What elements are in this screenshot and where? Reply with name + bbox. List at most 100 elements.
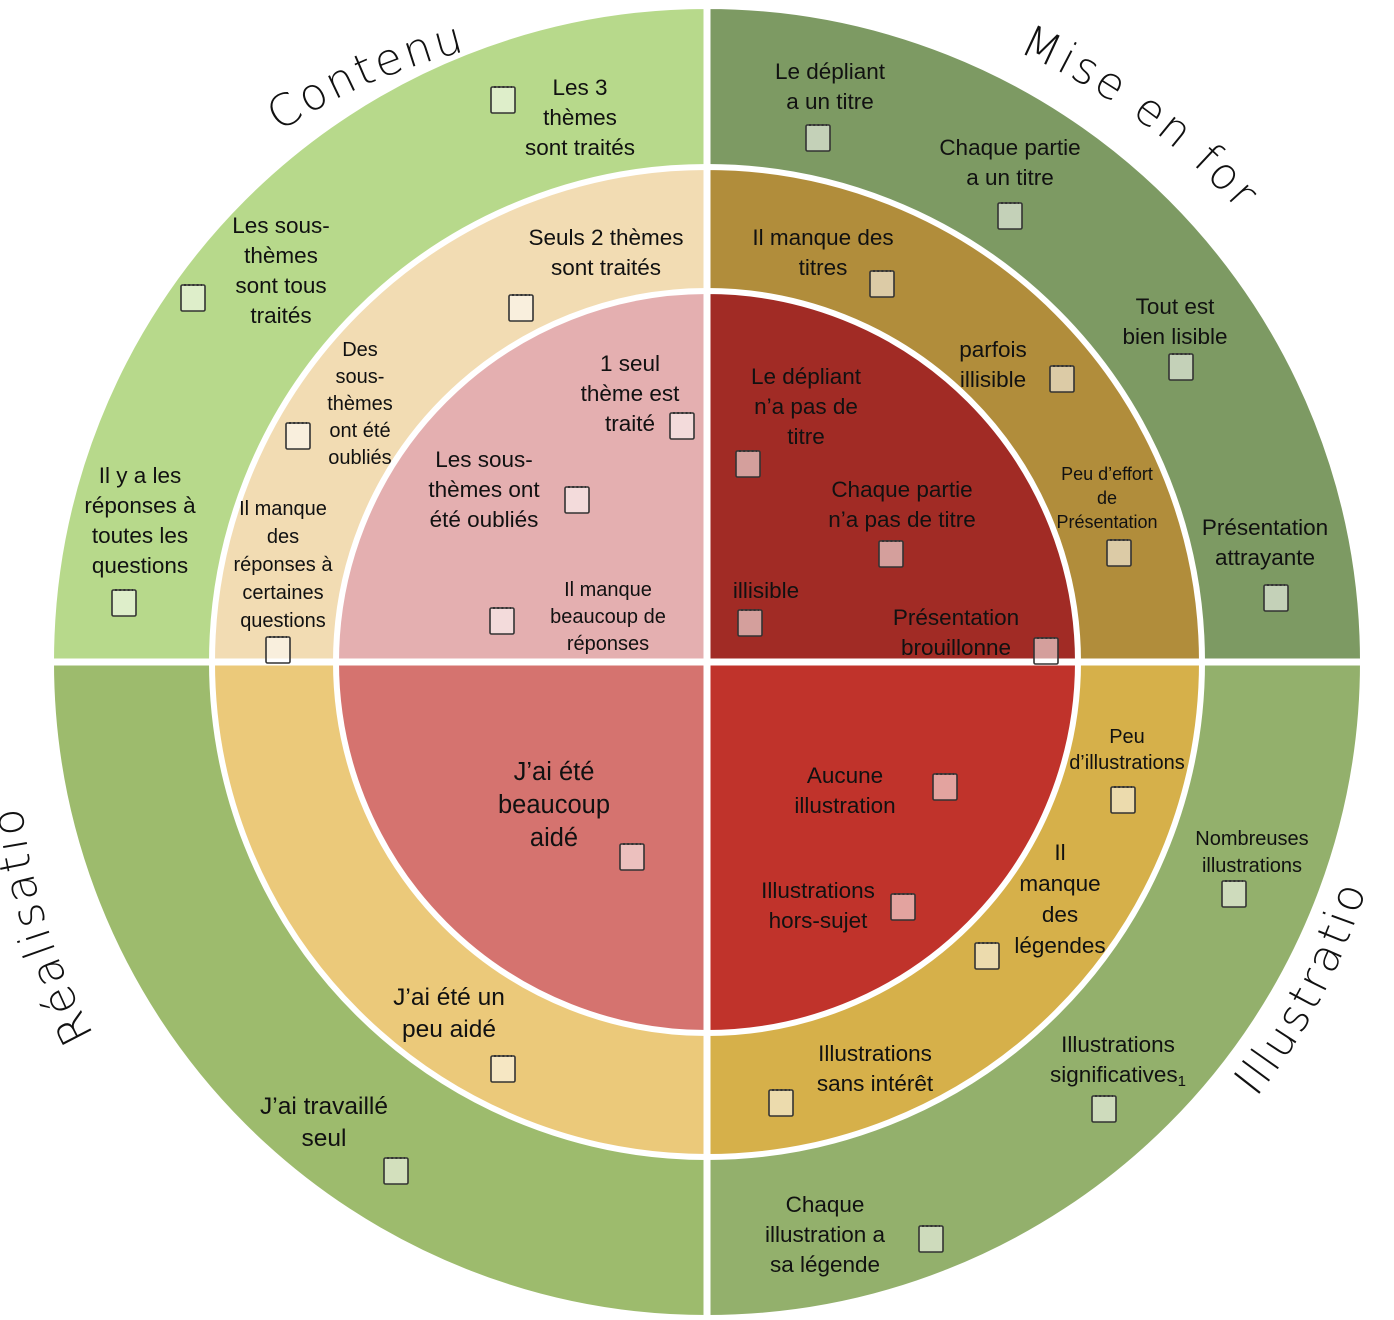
item-line: significatives [1050, 1062, 1178, 1087]
checkbox-c-o1[interactable] [490, 86, 516, 114]
checkbox-m-i4[interactable] [1033, 637, 1059, 665]
item-line: n’a pas de titre [828, 507, 976, 532]
item-line: Aucune [807, 763, 883, 788]
checkbox-i-o2[interactable] [1091, 1095, 1117, 1123]
item-line: Il manque [239, 498, 327, 520]
checkbox-c-o3[interactable] [111, 589, 137, 617]
item-line: a un titre [966, 165, 1054, 190]
checkbox-i-m3[interactable] [768, 1089, 794, 1117]
item-line: 1 seul [600, 351, 660, 376]
checkbox-m-i1[interactable] [735, 450, 761, 478]
checkbox-m-i3[interactable] [737, 609, 763, 637]
checkbox-m-o1[interactable] [805, 124, 831, 152]
item-line: Le dépliant [775, 59, 886, 84]
checkbox-m-m1[interactable] [869, 270, 895, 298]
checkbox-c-i2[interactable] [564, 486, 590, 514]
dividers-layer [49, 4, 1365, 1320]
checkbox-c-i1[interactable] [669, 412, 695, 440]
contenu-inner-ring [332, 287, 710, 665]
item-line: Présentation [1056, 512, 1157, 532]
horizontal-divider [49, 658, 1365, 666]
checkbox-i-i2[interactable] [890, 893, 916, 921]
item-line: illustrations [1202, 855, 1302, 877]
item-line: réponses à [234, 554, 334, 576]
item-line: illustration [794, 793, 895, 818]
item-line: des [1042, 902, 1078, 927]
checkbox-m-i2[interactable] [878, 540, 904, 568]
item-line: questions [240, 610, 326, 632]
item-line: thèmes [543, 105, 617, 130]
item-line: J’ai été un [393, 984, 505, 1011]
checkbox-c-m1[interactable] [508, 294, 534, 322]
checkbox-i-o1[interactable] [1221, 880, 1247, 908]
item-line: sont traités [551, 255, 661, 280]
checkbox-m-o3[interactable] [1168, 353, 1194, 381]
item-line: illustration a [765, 1222, 886, 1247]
item-line: Le dépliant [751, 364, 862, 389]
checkbox-m-o4[interactable] [1263, 584, 1289, 612]
item-line: Peu d’effort [1061, 464, 1153, 484]
checkbox-m-o2[interactable] [997, 202, 1023, 230]
item-line: sans intérêt [817, 1071, 934, 1096]
mise-en-forme-inner-ring [704, 287, 1082, 665]
item-line: hors-sujet [769, 908, 869, 933]
checkbox-r-i1[interactable] [619, 843, 645, 871]
item-i-i1: Aucune illustration [794, 763, 895, 818]
item-line: aidé [530, 824, 578, 852]
item-line: légendes [1014, 933, 1105, 958]
item-line: Des [342, 339, 378, 361]
item-line: thèmes ont [428, 477, 540, 502]
checkbox-c-o2[interactable] [180, 284, 206, 312]
item-line: Nombreuses [1195, 828, 1308, 850]
item-line: bien lisible [1122, 324, 1227, 349]
item-line: toutes les [92, 523, 188, 548]
item-line: titres [799, 255, 848, 280]
item-line: d’illustrations [1069, 752, 1185, 774]
checkbox-i-o3[interactable] [918, 1225, 944, 1253]
item-line: Présentation [1202, 515, 1328, 540]
checkbox-i-m2[interactable] [974, 942, 1000, 970]
item-line: Les sous- [435, 447, 533, 472]
item-line: Il y a les [99, 463, 182, 488]
item-line: Il manque [564, 579, 652, 601]
checkbox-r-o1[interactable] [383, 1157, 409, 1185]
checkbox-c-m2[interactable] [285, 422, 311, 450]
checkbox-m-m2[interactable] [1049, 365, 1075, 393]
item-line: oubliés [328, 447, 391, 469]
checkbox-c-m3[interactable] [265, 636, 291, 664]
item-line: Les 3 [552, 75, 607, 100]
checkbox-c-i3[interactable] [489, 607, 515, 635]
item-line: questions [92, 553, 188, 578]
item-line: sa légende [770, 1252, 880, 1277]
item-line: de [1097, 488, 1117, 508]
item-line: Illustrations [1061, 1032, 1175, 1057]
item-line: des [267, 526, 299, 548]
item-line: thème est [581, 381, 681, 406]
checkboxes-layer [111, 86, 1289, 1253]
item-line: Il [1054, 840, 1065, 865]
item-line: traités [250, 303, 311, 328]
checkbox-m-m3[interactable] [1106, 539, 1132, 567]
item-line: Illustrations [761, 878, 875, 903]
item-line: Présentation [893, 605, 1019, 630]
checkbox-i-i1[interactable] [932, 773, 958, 801]
checkbox-r-m1[interactable] [490, 1055, 516, 1083]
checkbox-i-m1[interactable] [1110, 786, 1136, 814]
